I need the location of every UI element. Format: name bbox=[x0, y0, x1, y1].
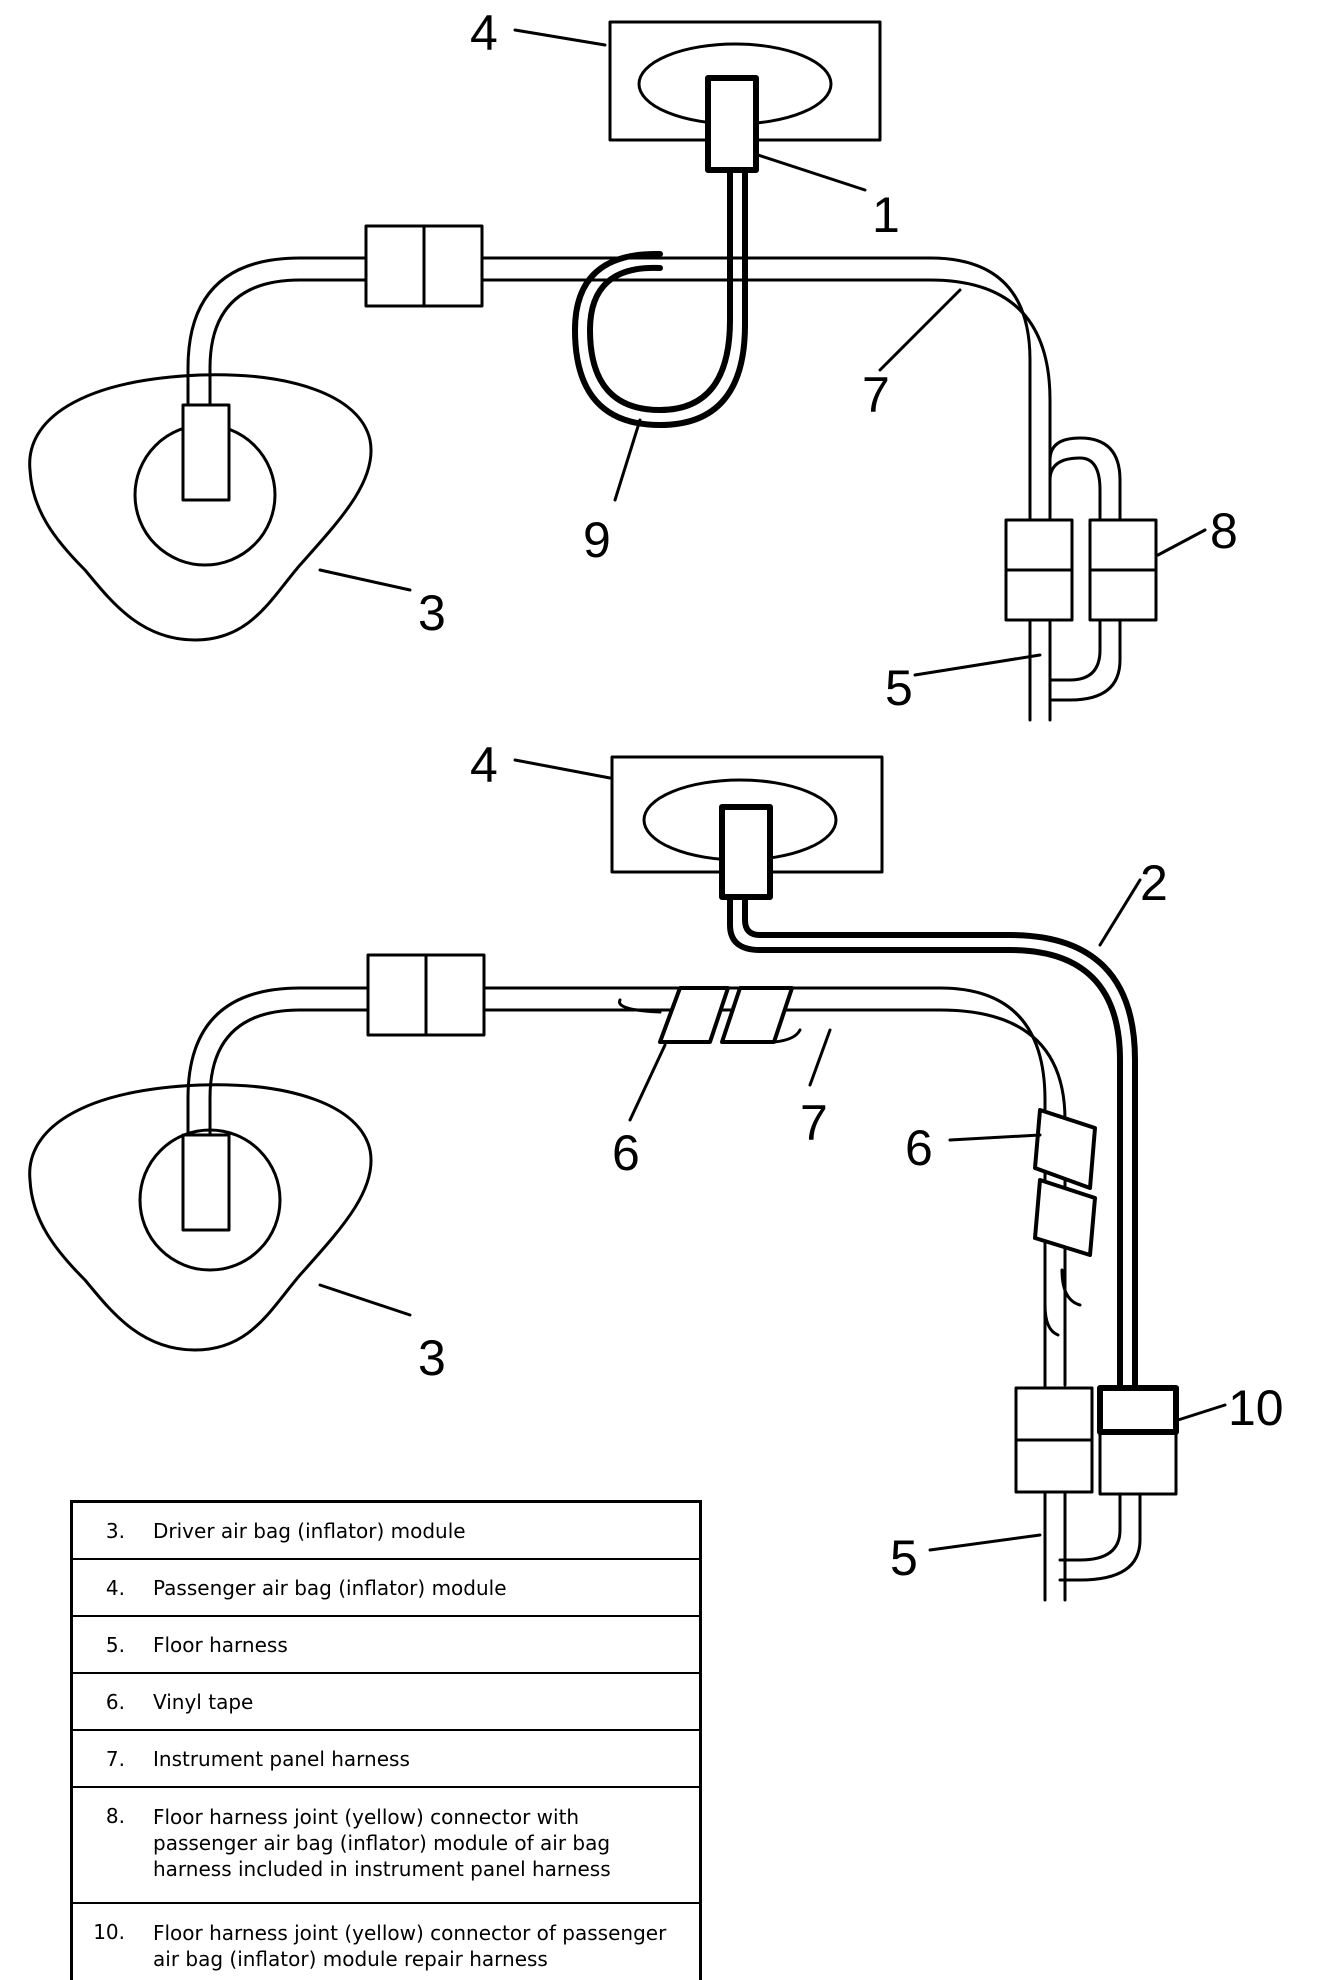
legend-text: Floor harness bbox=[153, 1632, 288, 1657]
legend-table: 3. Driver air bag (inflator) module 4. P… bbox=[70, 1500, 702, 1980]
callout-4-bottom: 4 bbox=[470, 737, 498, 793]
legend-row: 4. Passenger air bag (inflator) module bbox=[73, 1560, 699, 1617]
callout-10: 10 bbox=[1228, 1380, 1284, 1436]
legend-num: 8. bbox=[105, 1804, 125, 1828]
legend-text: Floor harness joint (yellow) connector o… bbox=[153, 1921, 667, 1971]
callout-6-left: 6 bbox=[612, 1125, 640, 1181]
legend-num: 5. bbox=[105, 1632, 125, 1657]
legend-row: 6. Vinyl tape bbox=[73, 1674, 699, 1731]
callout-3-bottom: 3 bbox=[418, 1330, 446, 1386]
driver-module-top bbox=[28, 373, 373, 642]
legend-num: 10. bbox=[93, 1920, 125, 1944]
callout-6-right: 6 bbox=[905, 1120, 933, 1176]
callout-7-bottom: 7 bbox=[800, 1095, 828, 1151]
vinyl-tape-1 bbox=[658, 986, 730, 1044]
legend-text: Driver air bag (inflator) module bbox=[153, 1518, 466, 1543]
legend-num: 3. bbox=[105, 1518, 125, 1543]
legend-num: 7. bbox=[105, 1746, 125, 1771]
legend-row: 10. Floor harness joint (yellow) connect… bbox=[73, 1904, 699, 1980]
driver-connector-top bbox=[181, 403, 231, 502]
driver-module-bottom bbox=[28, 1083, 373, 1352]
legend-text: Instrument panel harness bbox=[153, 1746, 410, 1771]
callout-9: 9 bbox=[583, 512, 611, 568]
callout-3-top: 3 bbox=[418, 585, 446, 641]
legend-text: Vinyl tape bbox=[153, 1689, 254, 1714]
callout-2: 2 bbox=[1140, 855, 1168, 911]
legend-text: Passenger air bag (inflator) module bbox=[153, 1575, 507, 1600]
airbag-harness-loop bbox=[587, 157, 733, 413]
callout-4-top: 4 bbox=[470, 5, 498, 61]
legend-num: 6. bbox=[105, 1689, 125, 1714]
passenger-connector-top bbox=[705, 75, 759, 173]
legend-row: 8. Floor harness joint (yellow) connecto… bbox=[73, 1788, 699, 1904]
vinyl-tape-2 bbox=[720, 986, 794, 1044]
callout-8: 8 bbox=[1210, 503, 1238, 559]
repair-harness bbox=[727, 877, 1123, 1398]
ip-harness-top bbox=[186, 256, 1032, 722]
legend-row: 5. Floor harness bbox=[73, 1617, 699, 1674]
vinyl-tape-4 bbox=[1033, 1178, 1097, 1257]
passenger-connector-bottom bbox=[719, 804, 773, 900]
legend-row: 3. Driver air bag (inflator) module bbox=[73, 1503, 699, 1560]
driver-connector-bottom bbox=[181, 1133, 231, 1232]
callout-5-bottom: 5 bbox=[890, 1530, 918, 1586]
callout-7-top: 7 bbox=[862, 367, 890, 423]
legend-num: 4. bbox=[105, 1575, 125, 1600]
ip-harness-bottom bbox=[186, 986, 1047, 1387]
callout-1: 1 bbox=[872, 187, 900, 243]
callout-5-top: 5 bbox=[885, 660, 913, 716]
joint-connector-10 bbox=[1098, 1428, 1178, 1496]
legend-text: Floor harness joint (yellow) connector w… bbox=[153, 1805, 611, 1881]
legend-row: 7. Instrument panel harness bbox=[73, 1731, 699, 1788]
vinyl-tape-3 bbox=[1033, 1108, 1097, 1190]
